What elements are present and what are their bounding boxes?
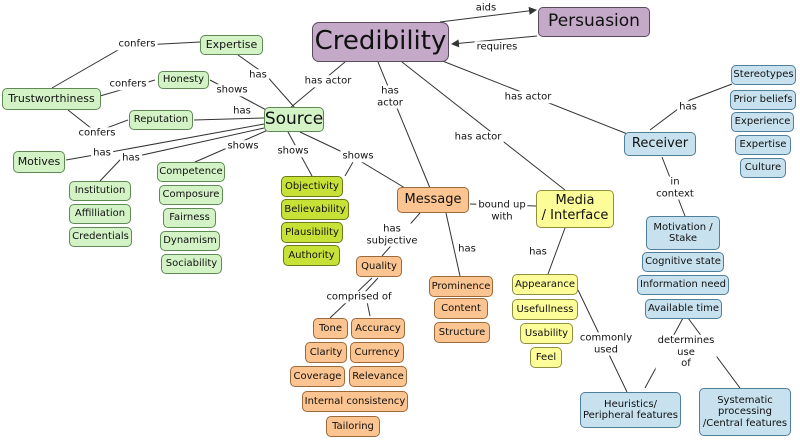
link-shows-objectivity: shows [275,145,311,157]
node-quality: Quality [356,256,402,277]
node-objectivity: Objectivity [281,176,343,197]
link-has-subjective: has subjective [364,223,420,247]
link-has-actor-media: has actor [452,131,504,143]
link-comprised-of: comprised of [324,291,394,303]
node-appearance: Appearance [512,274,578,295]
link-confers-honesty: confers [107,78,149,90]
link-confers-expertise: confers [116,38,158,50]
link-has-motives: has [91,147,113,159]
link-in-context: in context [654,176,696,200]
node-stereotypes: Stereotypes [731,65,796,85]
link-has-institution: has [120,152,142,164]
node-media-interface: Media / Interface [536,190,614,228]
edge-cred-media [401,61,566,191]
node-trustworthiness: Trustworthiness [2,88,101,110]
node-authority: Authority [283,245,340,266]
link-aids: aids [473,2,499,14]
link-confers-reputation: confers [76,127,118,139]
node-motives: Motives [13,151,65,173]
link-shows-message: shows [340,150,376,162]
node-heuristics: Heuristics/ Peripheral features [580,392,681,428]
node-culture: Culture [740,158,786,178]
node-tailoring: Tailoring [326,416,380,437]
link-requires: requires [474,41,520,53]
edge-media-appearance [547,227,566,275]
node-sociability: Sociability [161,254,222,274]
node-usefulness: Usefullness [512,299,578,320]
edge-receiver-attrs [649,83,733,131]
link-has-media: has [527,246,549,258]
edge-aids [439,6,537,23]
link-bound-up-with: bound up with [476,199,528,223]
edge-requires [451,35,538,48]
node-plausibility: Plausibility [281,222,343,243]
node-affiliation: Affilliation [69,204,131,224]
node-tone: Tone [313,318,348,339]
edge-source-institution [99,127,265,182]
node-expertise-receiver: Expertise [735,135,791,155]
node-feel: Feel [530,347,562,368]
node-information-need: Information need [637,275,729,295]
node-coverage: Coverage [290,366,345,387]
node-prior-beliefs: Prior beliefs [730,90,796,110]
node-usability: Usability [520,323,573,344]
link-has-expertise: has [247,69,269,81]
node-structure: Structure [434,322,490,343]
node-experience: Experience [731,112,794,132]
link-determines-use-of: determines use of [655,334,717,370]
node-receiver: Receiver [624,132,696,156]
node-persuasion: Persuasion [538,7,650,37]
edge-cred-message [377,61,431,189]
link-shows-honesty: shows [214,84,250,96]
node-clarity: Clarity [305,342,347,363]
edge-message-prominence [445,212,461,277]
node-credentials: Credentials [69,227,132,247]
node-dynamism: Dynamism [160,231,220,251]
link-has-actor-message: has actor [375,85,405,109]
link-has-reputation: has [231,105,253,117]
edge-source-competence [194,129,269,163]
node-prominence: Prominence [429,276,493,297]
node-accuracy: Accuracy [351,318,405,339]
node-motivation-stake: Motivation / Stake [646,216,720,250]
link-commonly-used: commonly used [577,332,635,356]
node-composure: Composure [159,185,223,205]
node-currency: Currency [350,342,404,363]
node-reputation: Reputation [129,110,193,130]
node-honesty: Honesty [158,71,209,89]
node-credibility: Credibility [312,22,449,62]
link-has-message: has [456,243,478,255]
node-available-time: Available time [645,299,722,319]
node-internal-consistency: Internal consistency [302,391,408,412]
node-fairness: Fairness [163,208,216,228]
node-institution: Institution [69,181,131,201]
node-content: Content [434,298,488,319]
node-message: Message [397,187,469,213]
node-believability: Believability [281,199,349,220]
link-has-actor-source: has actor [302,75,354,87]
link-has-actor-receiver: has actor [502,91,554,103]
node-competence: Competence [157,162,225,182]
node-source: Source [264,107,324,132]
link-has-receiver: has [677,101,699,113]
node-cognitive-state: Cognitive state [642,252,724,272]
node-systematic: Systematic processing /Central features [699,388,791,436]
node-expertise: Expertise [200,35,263,55]
link-shows-competence: shows [225,140,261,152]
node-relevance: Relevance [349,366,407,387]
edge-source-reputation [193,117,265,121]
